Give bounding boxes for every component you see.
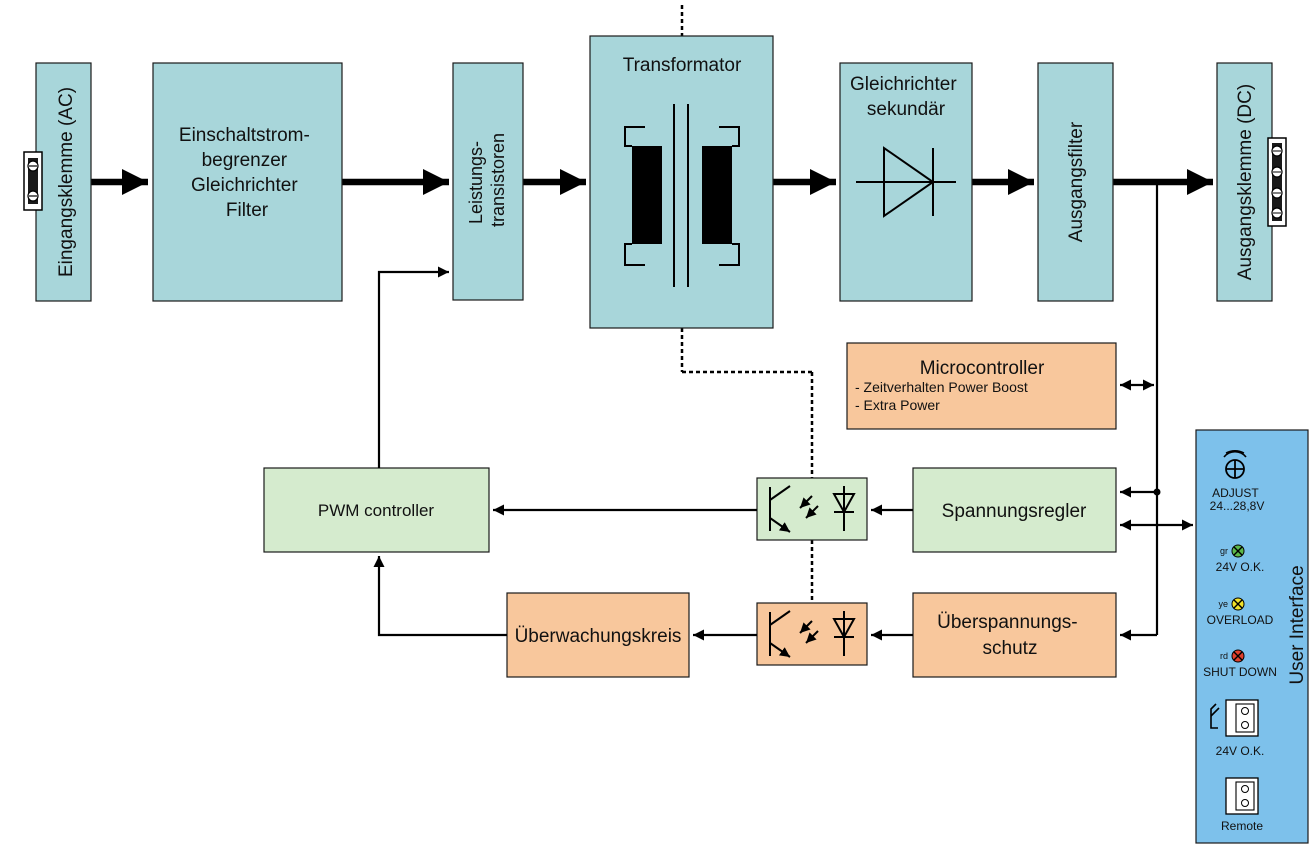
led-label: 24V O.K.	[1216, 560, 1265, 574]
output-filter-block: Ausgangsfilter	[1037, 62, 1114, 302]
transformer-block: Transformator	[589, 35, 774, 329]
output-terminal-label: Ausgangsklemme (DC)	[1235, 84, 1256, 280]
status-led-green-icon	[1231, 544, 1245, 558]
screw-terminal-icon	[23, 151, 43, 211]
optocoupler-lower	[756, 602, 868, 666]
led-code: gr	[1220, 546, 1228, 556]
remote-terminal-icon	[1225, 777, 1259, 815]
led-code: ye	[1218, 599, 1228, 609]
power-transistors-label: Leistungs- transistoren	[466, 133, 508, 227]
overvoltage-protection-block: Überspannungs- schutz	[912, 592, 1117, 678]
relay-label: 24V O.K.	[1216, 744, 1265, 758]
input-terminal-label: Eingangsklemme (AC)	[56, 87, 77, 277]
adjust-label: ADJUST 24...28,8V	[1210, 486, 1265, 513]
output-terminal-block: Ausgangsklemme (DC)	[1216, 62, 1287, 302]
led-code: rd	[1220, 651, 1228, 661]
optocoupler-upper	[756, 477, 868, 541]
status-led-red-icon	[1231, 649, 1245, 663]
transformer-symbol	[624, 104, 740, 287]
microcontroller-block: Microcontroller - Zeitverhalten Power Bo…	[846, 342, 1117, 430]
led-label: OVERLOAD	[1207, 613, 1274, 627]
monitoring-circuit-label: Überwachungskreis	[515, 626, 682, 647]
relay-terminal-icon	[1225, 699, 1259, 737]
user-interface-title: User Interface	[1287, 565, 1308, 684]
transformer-label: Transformator	[623, 55, 742, 76]
diode-symbol	[856, 146, 956, 218]
microcontroller-item: - Extra Power	[855, 397, 940, 413]
output-filter-label: Ausgangsfilter	[1066, 121, 1087, 242]
inrush-limiter-label: Einschaltstrom- begrenzer Gleichrichter …	[179, 125, 315, 221]
overvoltage-protection-label: Überspannungs- schutz	[937, 612, 1083, 659]
secondary-rectifier-block: Gleichrichter sekundär	[839, 62, 973, 302]
isolation-barrier	[680, 5, 814, 665]
microcontroller-item: - Zeitverhalten Power Boost	[855, 379, 1028, 395]
voltage-regulator-label: Spannungsregler	[942, 501, 1087, 522]
pwm-controller-label: PWM controller	[318, 501, 435, 520]
inrush-limiter-block: Einschaltstrom- begrenzer Gleichrichter …	[152, 62, 343, 302]
led-label: SHUT DOWN	[1203, 665, 1277, 679]
relay-contact-icon	[1210, 703, 1220, 729]
microcontroller-title: Microcontroller	[920, 358, 1045, 379]
user-interface-panel: User Interface ADJUST 24...28,8V gr 24V …	[1195, 429, 1309, 844]
power-transistors-block: Leistungs- transistoren	[452, 62, 524, 301]
secondary-rectifier-label: Gleichrichter sekundär	[850, 74, 962, 120]
voltage-regulator-block: Spannungsregler	[912, 467, 1117, 553]
pwm-controller-block: PWM controller	[263, 467, 490, 553]
adjust-potentiometer-icon	[1223, 450, 1247, 479]
remote-label: Remote	[1221, 819, 1263, 833]
screw-terminal-icon	[1267, 137, 1287, 227]
control-wiring	[373, 182, 1193, 641]
input-terminal-block: Eingangsklemme (AC)	[23, 62, 92, 302]
monitoring-circuit-block: Überwachungskreis	[506, 592, 690, 678]
status-led-yellow-icon	[1231, 597, 1245, 611]
